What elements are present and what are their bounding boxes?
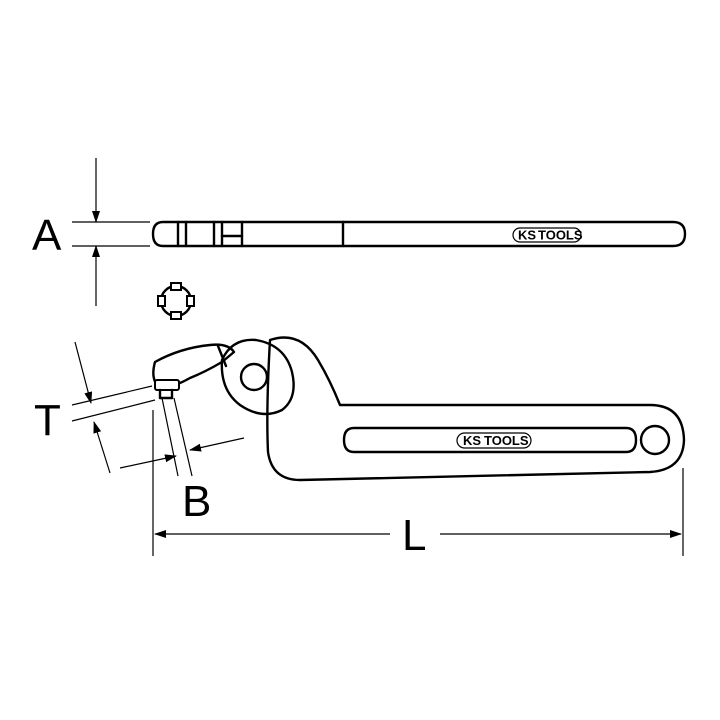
hinge-block (220, 338, 295, 416)
wrench-handle (266, 336, 686, 482)
dimension-b: B (119, 397, 245, 526)
dimension-t-label: T (34, 396, 61, 445)
dimension-b-label: B (182, 477, 211, 526)
side-view-outline (151, 220, 687, 248)
brand-logo-side: KS TOOLS (512, 227, 583, 243)
brand-tools-text-front: TOOLS (484, 433, 529, 448)
handle-slot (342, 426, 638, 454)
brand-ks-text-front: KS (463, 433, 481, 448)
wrench-front-view: KS TOOLS (152, 336, 686, 482)
dimension-a-label: A (32, 211, 62, 260)
brand-ks-text: KS (518, 228, 536, 243)
dimension-l-label: L (402, 511, 426, 560)
dimension-l: L (152, 410, 684, 560)
hook-pin (154, 379, 180, 400)
dimension-t: T (34, 341, 156, 474)
brand-tools-text: TOOLS (538, 228, 583, 243)
pin-cross-section (157, 282, 195, 320)
side-view: KS TOOLS (151, 220, 687, 248)
pivot-hole (239, 362, 269, 392)
dimension-a: A (32, 158, 150, 306)
brand-logo-front: KS TOOLS (456, 432, 532, 449)
handle-hole (639, 424, 671, 456)
